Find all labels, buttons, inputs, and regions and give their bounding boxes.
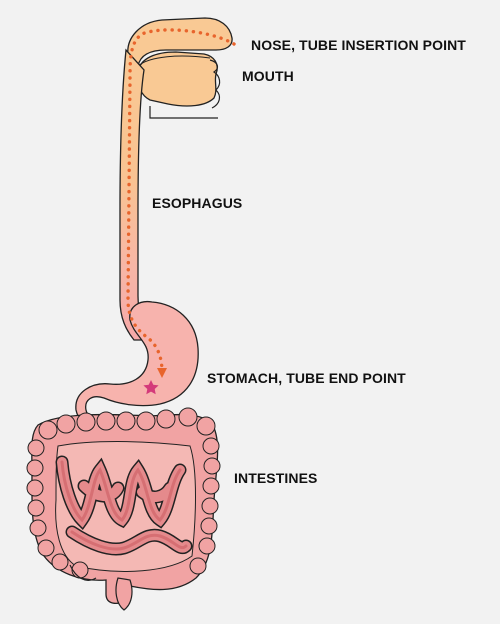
label-esophagus: ESOPHAGUS xyxy=(152,195,243,211)
label-stomach-end-point: STOMACH, TUBE END POINT xyxy=(207,370,406,386)
label-intestines: INTESTINES xyxy=(234,470,318,486)
head-cavities xyxy=(127,17,233,119)
arrowhead-icon xyxy=(157,368,167,378)
appendix xyxy=(69,564,97,581)
nasal-cavity xyxy=(127,17,233,68)
lips-outline xyxy=(209,59,221,109)
label-mouth: MOUTH xyxy=(242,68,294,84)
stomach xyxy=(75,300,199,433)
small-intestine xyxy=(55,455,193,556)
tube-path xyxy=(126,28,236,374)
palate-line xyxy=(137,55,211,67)
chin-outline xyxy=(149,106,218,119)
label-nose-insertion-point: NOSE, TUBE INSERTION POINT xyxy=(251,37,466,53)
mouth-cavity xyxy=(136,51,218,107)
star-icon xyxy=(143,380,159,395)
rectum xyxy=(115,577,133,611)
